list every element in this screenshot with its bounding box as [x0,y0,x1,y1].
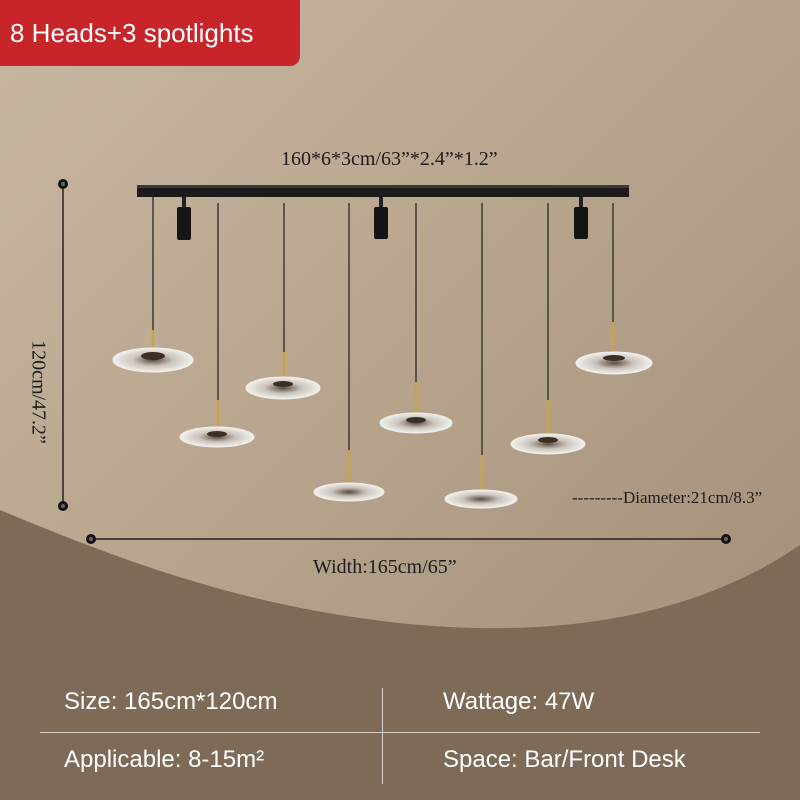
width-dimension-label: Width:165cm/65” [313,556,457,578]
spotlight [574,197,588,239]
spotlights [177,197,588,240]
pendant-light [444,203,518,509]
pendant-light [112,197,194,373]
spec-size: Size: 165cm*120cm [64,688,278,715]
pendant-light [510,203,586,455]
pendant-light [179,203,255,448]
diameter-dimension-label: ---------Diameter:21cm/8.3” [572,488,763,507]
pendant-light [245,203,321,400]
spec-table: Size: 165cm*120cm Wattage: 47W Applicabl… [0,672,800,800]
height-dimension-line [58,179,68,511]
spotlight [374,197,388,239]
bar-dimension-label: 160*6*3cm/63”*2.4”*1.2” [281,148,498,170]
height-dimension-label: 120cm/47.2” [27,340,50,444]
spec-divider-vertical [382,688,383,784]
headline-banner: 8 Heads+3 spotlights [0,0,300,66]
pendant-lights [112,197,653,509]
width-dimension-line [86,534,731,544]
spec-divider-horizontal [40,732,760,733]
spotlight [177,197,191,240]
background-dark-curve [0,510,800,800]
pendant-light [313,203,385,502]
ceiling-bar [137,185,629,197]
spec-space: Space: Bar/Front Desk [443,746,686,773]
pendant-light [575,203,653,375]
spec-wattage: Wattage: 47W [443,688,595,715]
pendant-light [379,203,453,434]
spec-applicable: Applicable: 8-15m² [64,746,265,773]
